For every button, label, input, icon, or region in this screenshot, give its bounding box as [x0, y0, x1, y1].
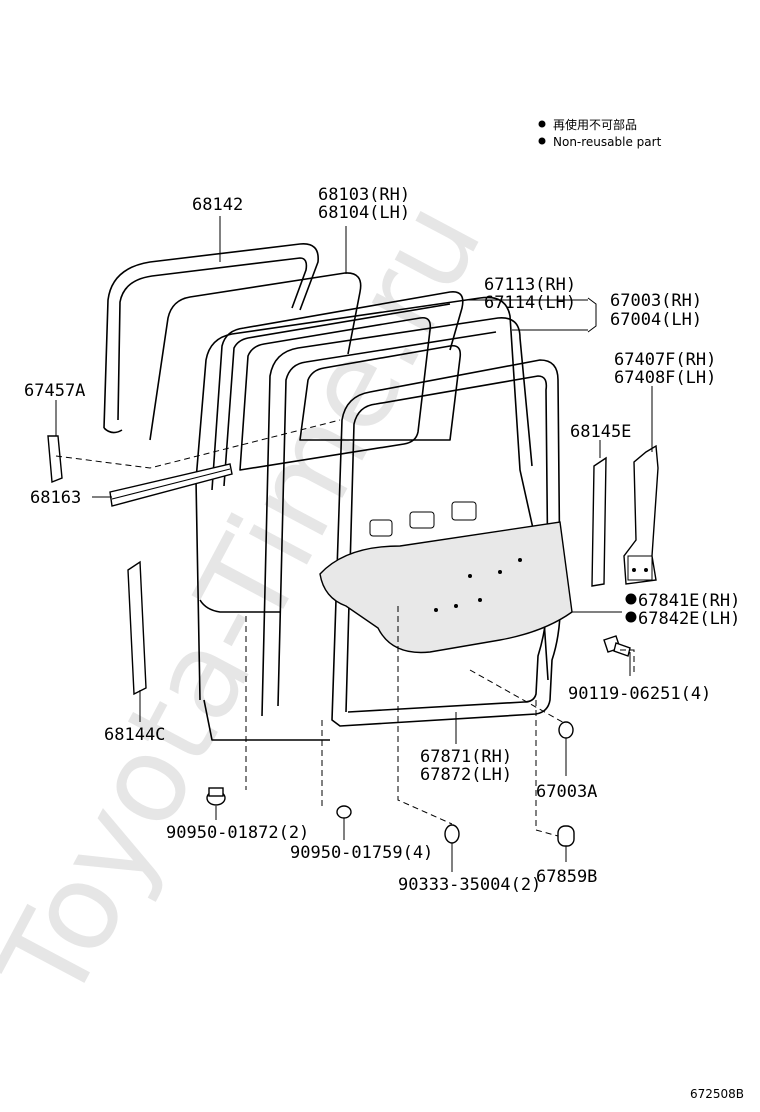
- non-reusable-bullet-icon: [625, 593, 637, 605]
- legend-bullet-icon: [538, 120, 546, 128]
- label-67841: 67841E(RH): [638, 591, 740, 611]
- part-90333-plug: [444, 824, 460, 844]
- label-68103: 68103(RH): [318, 185, 410, 205]
- part-door-inner: [261, 317, 533, 717]
- legend-en: Non-reusable part: [553, 135, 662, 149]
- part-68144C: [127, 560, 147, 696]
- part-68142-frame-strip: [103, 243, 319, 434]
- label-67871: 67871(RH): [420, 747, 512, 767]
- legend-bullet-icon: [538, 137, 546, 145]
- part-90950-01872-clip: [206, 787, 226, 806]
- label-67004: 67004(LH): [610, 310, 702, 330]
- label-67113: 67113(RH): [484, 275, 576, 295]
- label-67408: 67408F(LH): [614, 368, 716, 388]
- label-90950-01759: 90950-01759(4): [290, 843, 433, 863]
- label-68163: 68163: [30, 488, 81, 508]
- label-90950-01872: 90950-01872(2): [166, 823, 309, 843]
- label-67859B: 67859B: [536, 867, 597, 887]
- part-68103-glass: [149, 272, 362, 441]
- figure-id: 672508B: [690, 1087, 744, 1101]
- dashed-guides: [55, 419, 635, 837]
- part-67407F: [623, 444, 659, 585]
- label-90119: 90119-06251(4): [568, 684, 711, 704]
- part-67457A: [47, 435, 63, 484]
- legend-jp: 再使用不可部品: [553, 117, 637, 132]
- part-service-hole-cover: [319, 521, 573, 654]
- label-67842: 67842E(LH): [638, 609, 740, 629]
- label-67003: 67003(RH): [610, 291, 702, 311]
- label-67114: 67114(LH): [484, 293, 576, 313]
- label-67457: 67457A: [24, 381, 85, 401]
- part-68163-belt: [109, 463, 233, 507]
- label-68144: 68144C: [104, 725, 165, 745]
- part-90119-bolt: [603, 635, 631, 657]
- legend: 再使用不可部品 Non-reusable part: [538, 117, 662, 149]
- leader-lines: [55, 216, 653, 872]
- label-67407: 67407F(RH): [614, 350, 716, 370]
- label-67872: 67872(LH): [420, 765, 512, 785]
- label-67003A: 67003A: [536, 782, 597, 802]
- non-reusable-bullet-icon: [625, 611, 637, 623]
- label-68145: 68145E: [570, 422, 631, 442]
- label-68142: 68142: [192, 195, 243, 215]
- part-67859B-cap: [557, 825, 575, 847]
- part-90950-01759-clip: [336, 805, 352, 819]
- part-67003A-plug: [558, 721, 574, 739]
- part-labels: 68142 68103(RH) 68104(LH) 67113(RH) 6711…: [24, 185, 740, 895]
- part-68145E: [591, 456, 607, 587]
- label-90333: 90333-35004(2): [398, 875, 541, 895]
- label-68104: 68104(LH): [318, 203, 410, 223]
